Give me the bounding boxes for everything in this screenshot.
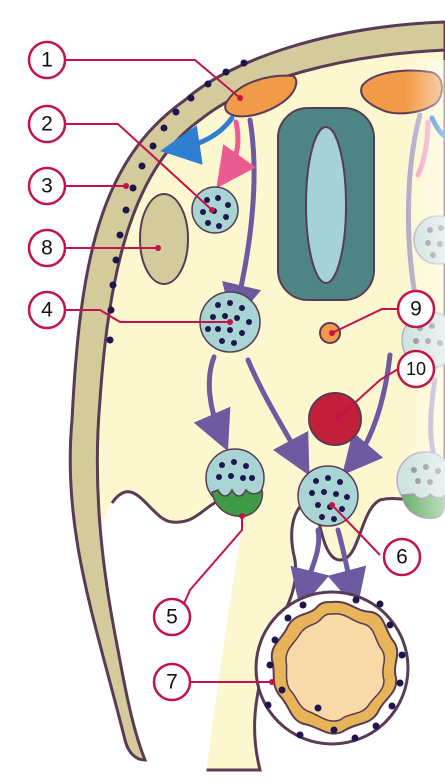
label-3: 3 <box>41 175 53 198</box>
label-1: 1 <box>41 49 53 72</box>
label-7: 7 <box>166 671 178 694</box>
label-10: 10 <box>406 359 426 379</box>
neural-canal <box>306 127 346 283</box>
label-2: 2 <box>41 113 53 136</box>
label-9: 9 <box>410 298 422 321</box>
structure-10 <box>309 393 361 445</box>
label-4: 4 <box>41 299 53 322</box>
label-8: 8 <box>41 237 53 260</box>
gut <box>256 592 408 744</box>
structure-8 <box>140 194 188 284</box>
cluster-6 <box>298 466 358 526</box>
label-5: 5 <box>166 606 178 629</box>
label-6: 6 <box>396 546 408 569</box>
